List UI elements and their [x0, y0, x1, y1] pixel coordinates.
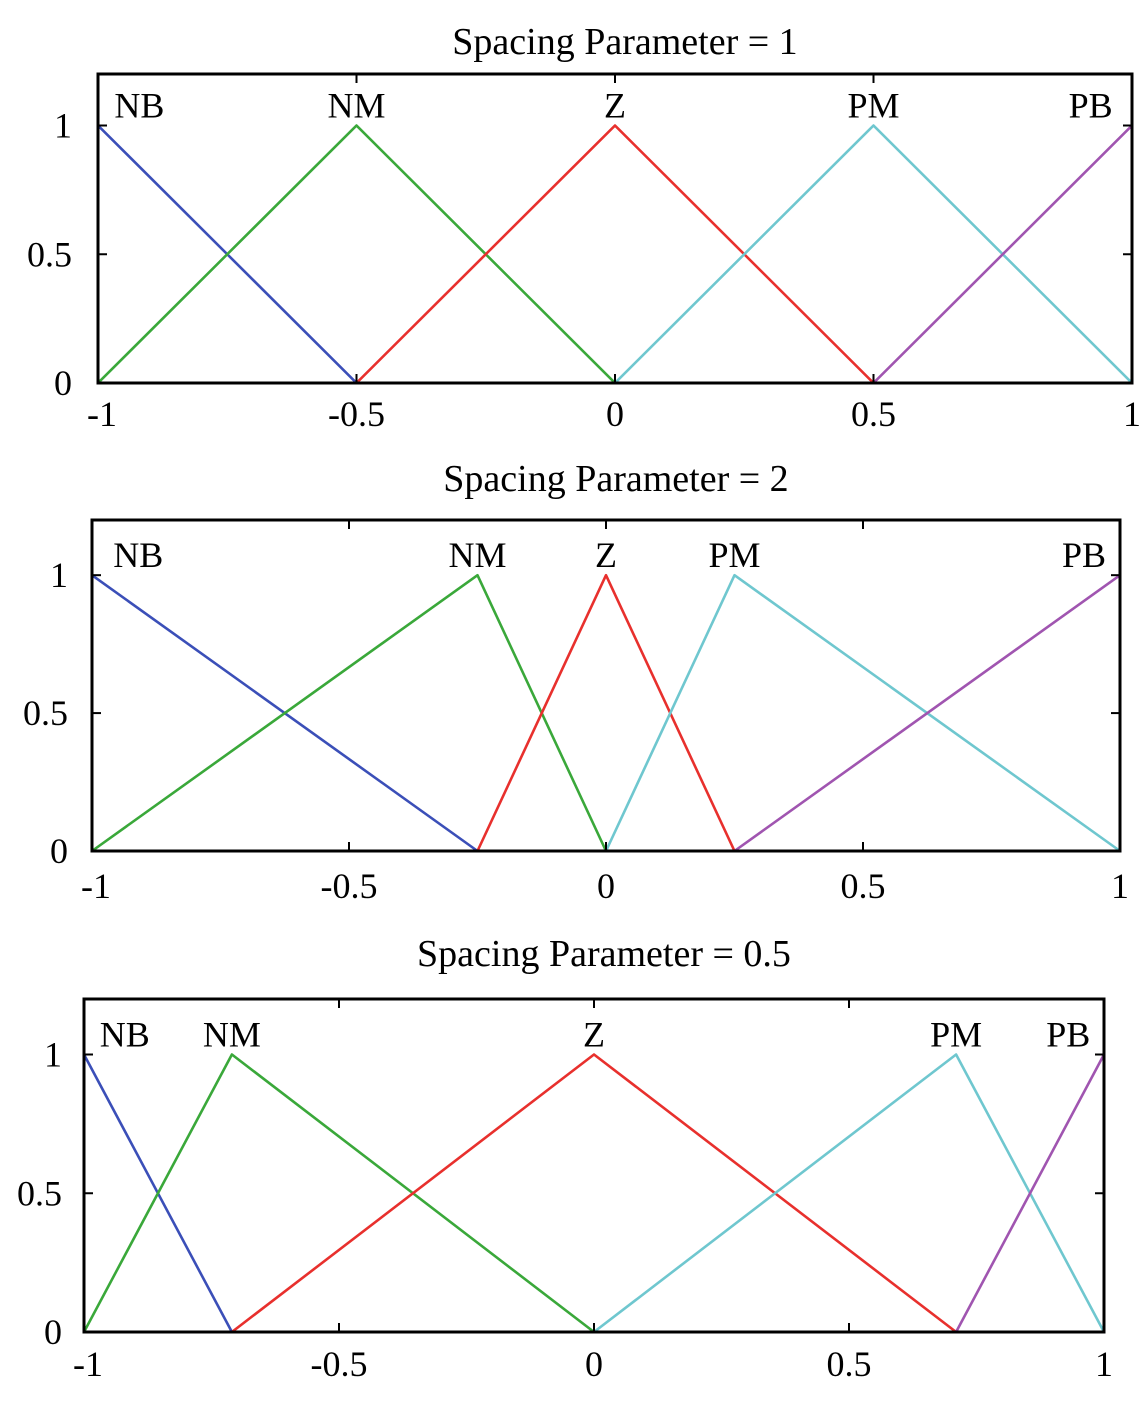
y-tick-label: 0 [44, 1312, 62, 1352]
series-line-nb [90, 573, 1120, 853]
series-line-nb [82, 1053, 1104, 1334]
y-tick-label: 0.5 [23, 693, 68, 733]
y-tick-label: 1 [44, 1035, 62, 1075]
x-tick-label: -1 [81, 866, 111, 906]
x-tick-label: 1 [1095, 1344, 1113, 1384]
series-line-nb [96, 124, 1132, 385]
chart-panel-1: Spacing Parameter = 1 -1 -0.5 0 0.5 1 0 0.5 1 NB N… [27, 21, 1141, 434]
chart-title: Spacing Parameter = 0.5 [417, 933, 791, 975]
series-line-nm [91, 573, 1120, 853]
y-tick-label: 0.5 [27, 234, 72, 274]
chart-title: Spacing Parameter = 2 [443, 458, 788, 500]
x-tick-label: -1 [87, 394, 117, 434]
x-tick-label: 0 [597, 866, 615, 906]
series-line-pm [92, 573, 1121, 853]
mf-label-pb: PB [1046, 1015, 1090, 1055]
series-line-z [92, 573, 1120, 853]
mf-label-z: Z [604, 86, 626, 126]
mf-label-pm: PM [708, 535, 760, 575]
x-tick-label: 1 [1123, 394, 1141, 434]
mf-label-z: Z [595, 535, 617, 575]
x-tick-label: 0 [585, 1344, 603, 1384]
mf-label-nb: NB [100, 1015, 150, 1055]
mf-label-pm: PM [847, 86, 899, 126]
mf-label-z: Z [583, 1015, 605, 1055]
chart-title: Spacing Parameter = 1 [452, 21, 797, 63]
mf-label-nm: NM [203, 1015, 261, 1055]
series-line-pb [92, 573, 1122, 853]
chart-panel-2: Spacing Parameter = 2 -1 -0.5 0 0.5 1 0 0.5 1 NB N… [23, 458, 1129, 906]
series-line-z [84, 1053, 1104, 1334]
mf-label-pb: PB [1069, 86, 1113, 126]
y-tick-label: 1 [54, 106, 72, 146]
y-tick-label: 0 [54, 363, 72, 403]
x-tick-label: -0.5 [321, 866, 378, 906]
y-tick-label: 0 [50, 831, 68, 871]
y-tick-label: 1 [50, 555, 68, 595]
x-tick-label: 0.5 [841, 866, 886, 906]
mf-label-pm: PM [930, 1015, 982, 1055]
x-tick-label: 0 [606, 394, 624, 434]
x-tick-label: 1 [1111, 866, 1129, 906]
series-line-pb [84, 1053, 1106, 1334]
mf-label-nb: NB [114, 86, 164, 126]
series-line-pm [98, 124, 1133, 385]
series-line-nm [82, 1053, 1104, 1334]
series-line-nm [97, 124, 1132, 385]
x-tick-label: 0.5 [851, 394, 896, 434]
x-tick-label: -0.5 [311, 1344, 368, 1384]
series-line-z [98, 124, 1132, 385]
mf-label-nb: NB [113, 535, 163, 575]
mf-label-nm: NM [448, 535, 506, 575]
series-line-pb [98, 124, 1134, 385]
x-tick-label: -1 [73, 1344, 103, 1384]
y-tick-label: 0.5 [17, 1173, 62, 1213]
mf-label-pb: PB [1062, 535, 1106, 575]
x-tick-label: 0.5 [827, 1344, 872, 1384]
mf-label-nm: NM [327, 86, 385, 126]
series-line-pm [84, 1053, 1106, 1334]
x-tick-label: -0.5 [328, 394, 385, 434]
